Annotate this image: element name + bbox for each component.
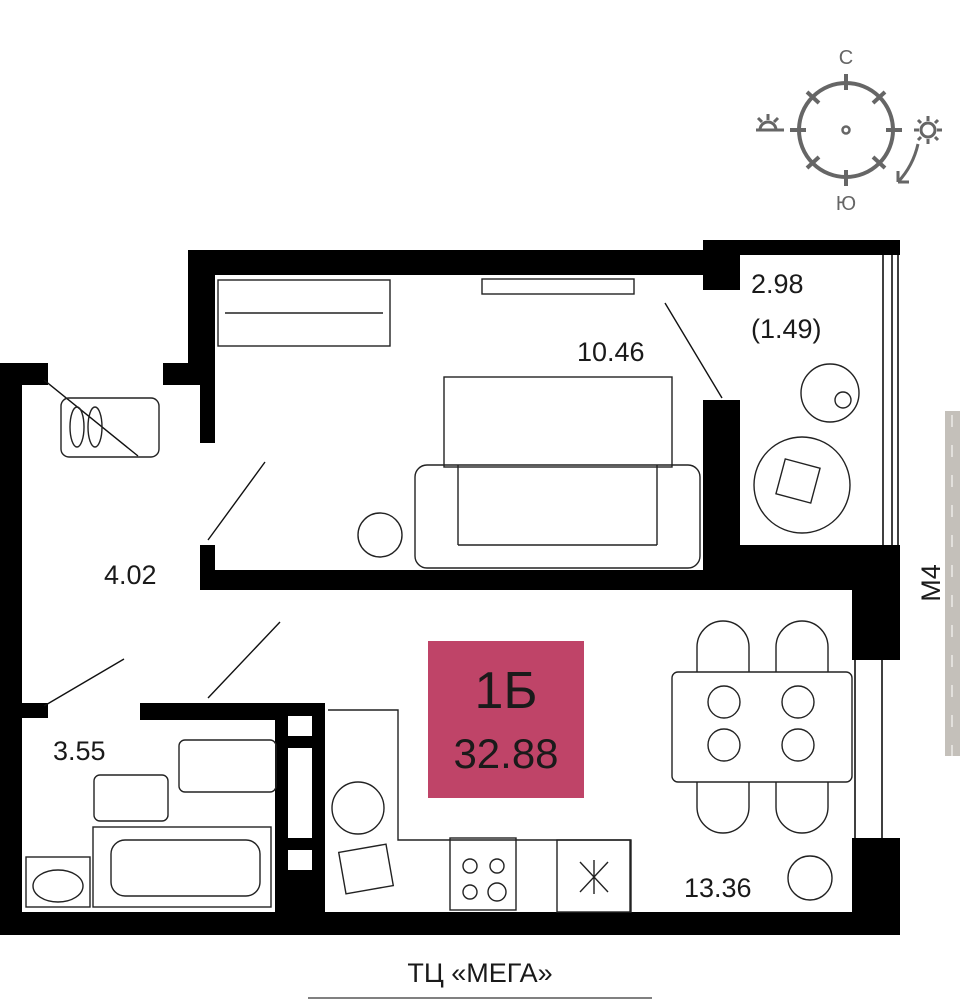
road-label: М4 [916, 564, 946, 602]
furniture [25, 278, 860, 913]
apartment-badge [428, 641, 584, 798]
balcony-reduced-area: (1.49) [751, 314, 822, 344]
compass [756, 74, 942, 186]
apartment-type: 1Б [474, 662, 537, 720]
sunrise-icon [756, 114, 784, 132]
road [945, 411, 960, 756]
hallway-area: 4.02 [104, 560, 157, 590]
landmark-label: ТЦ «МЕГА» [407, 958, 552, 988]
walls [0, 240, 900, 935]
balcony-area: 2.98 [751, 269, 804, 299]
doors [43, 302, 723, 707]
windows [308, 255, 899, 999]
apartment-total-area: 32.88 [453, 730, 558, 777]
living-room-area: 10.46 [577, 337, 645, 367]
kitchen-area: 13.36 [684, 873, 752, 903]
compass-south-label: Ю [836, 193, 856, 215]
sunset-icon [914, 116, 942, 144]
bathroom-area: 3.55 [53, 736, 106, 766]
compass-north-label: С [839, 47, 853, 69]
sun-direction-arrow-icon [896, 143, 920, 184]
